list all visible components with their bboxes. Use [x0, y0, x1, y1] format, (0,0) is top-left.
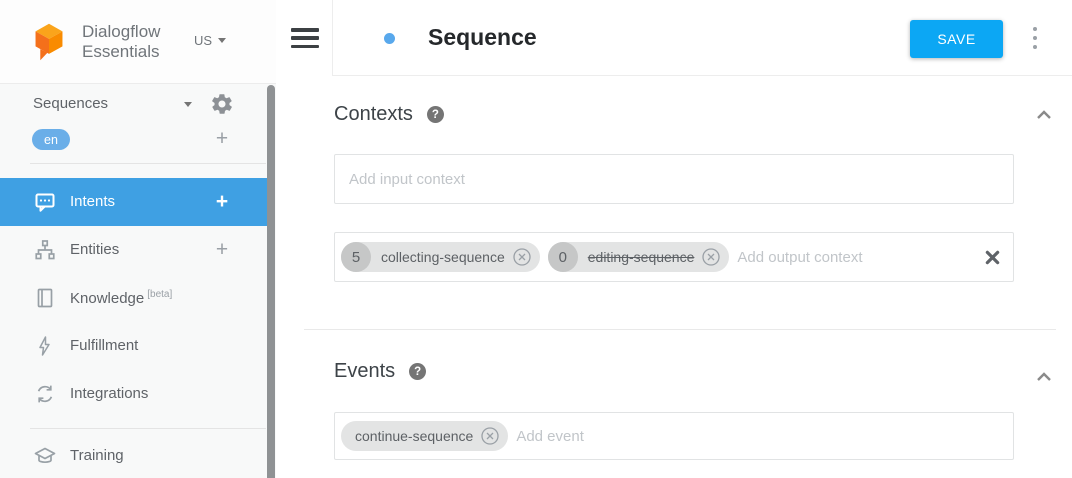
sidebar-scrollbar[interactable] — [267, 85, 275, 478]
clear-contexts-icon[interactable] — [985, 250, 1000, 265]
chevron-down-icon — [184, 102, 192, 107]
remove-context-icon[interactable] — [512, 247, 532, 267]
hamburger-menu-icon[interactable] — [291, 28, 319, 48]
add-language-button[interactable]: + — [215, 127, 229, 150]
sidebar-divider — [30, 428, 266, 429]
remove-context-icon[interactable] — [701, 247, 721, 267]
sidebar-item-label: Intents — [70, 193, 116, 210]
add-event-input[interactable] — [516, 427, 999, 445]
dialogflow-logo-icon — [35, 23, 63, 61]
context-lifespan-badge: 5 — [341, 242, 371, 272]
brand-name: Dialogflow Essentials — [82, 22, 160, 62]
events-field: continue-sequence — [334, 412, 1014, 460]
intent-editor: Contexts ? 5 collecting-sequence 0 editi… — [276, 76, 1072, 478]
more-options-icon[interactable] — [1027, 27, 1043, 49]
context-chip-label: collecting-sequence — [381, 249, 505, 265]
output-context-chip[interactable]: 5 collecting-sequence — [341, 242, 540, 272]
remove-event-icon[interactable] — [480, 426, 500, 446]
sidebar-item-label: Integrations — [70, 385, 149, 402]
add-intent-button[interactable]: + — [215, 190, 229, 213]
add-entity-button[interactable]: + — [215, 238, 229, 261]
sidebar-item-training[interactable]: Training — [0, 432, 267, 478]
graduation-cap-icon — [34, 447, 56, 464]
brand-line2: Essentials — [82, 42, 160, 61]
context-lifespan-badge: 0 — [547, 242, 578, 272]
sidebar-item-entities[interactable]: Entities + — [0, 226, 267, 274]
language-chip[interactable]: en — [32, 129, 70, 150]
header-divider — [332, 0, 333, 76]
contexts-heading: Contexts — [334, 103, 413, 125]
collapse-contexts-icon[interactable] — [1032, 103, 1056, 127]
section-divider — [304, 329, 1056, 330]
logo-area: Dialogflow Essentials US — [0, 0, 276, 84]
events-heading: Events — [334, 360, 396, 382]
agent-selector[interactable]: Sequences — [0, 88, 267, 122]
output-context-field: 5 collecting-sequence 0 editing-sequence — [334, 232, 1014, 282]
agent-name: Sequences — [33, 95, 109, 112]
chat-bubble-icon — [35, 193, 55, 212]
help-icon[interactable]: ? — [409, 363, 427, 380]
output-context-chip[interactable]: 0 editing-sequence — [547, 242, 730, 272]
save-button[interactable]: SAVE — [910, 20, 1003, 58]
sidebar-item-label: Knowledge[beta] — [70, 289, 173, 307]
intent-status-dot — [384, 33, 395, 44]
collapse-events-icon[interactable] — [1032, 365, 1056, 389]
contexts-section-header: Contexts ? — [334, 103, 444, 126]
sidebar-item-label: Fulfillment — [70, 337, 139, 354]
input-context-input[interactable] — [349, 170, 999, 188]
sidebar: Dialogflow Essentials US Sequences en + — [0, 0, 276, 478]
brand-line1: Dialogflow — [82, 22, 161, 41]
sidebar-item-integrations[interactable]: Integrations — [0, 370, 267, 418]
help-icon[interactable]: ? — [426, 106, 444, 123]
events-section-header: Events ? — [334, 360, 427, 383]
chevron-down-icon — [218, 38, 227, 43]
input-context-field — [334, 154, 1014, 204]
event-chip[interactable]: continue-sequence — [341, 421, 509, 451]
lightning-bolt-icon — [39, 336, 50, 356]
sidebar-item-intents[interactable]: Intents + — [0, 178, 267, 226]
sidebar-item-knowledge[interactable]: Knowledge[beta] — [0, 274, 267, 322]
gear-icon[interactable] — [210, 92, 234, 116]
context-chip-label: editing-sequence — [587, 249, 695, 265]
book-icon — [37, 288, 53, 308]
main-header: Sequence SAVE — [276, 0, 1072, 76]
sidebar-item-label: Entities — [70, 241, 120, 258]
event-chip-label: continue-sequence — [355, 428, 474, 444]
output-context-input[interactable] — [737, 248, 973, 266]
language-row: en + — [0, 127, 267, 153]
hierarchy-icon — [35, 240, 55, 260]
beta-badge: [beta] — [147, 289, 173, 300]
header-border — [332, 75, 1072, 76]
sidebar-divider — [30, 163, 266, 164]
sync-icon — [37, 385, 53, 403]
sidebar-item-fulfillment[interactable]: Fulfillment — [0, 322, 267, 370]
sidebar-item-label: Training — [70, 447, 124, 464]
region-label: US — [194, 33, 213, 48]
region-selector[interactable]: US — [194, 33, 227, 48]
page-title: Sequence — [428, 24, 537, 50]
